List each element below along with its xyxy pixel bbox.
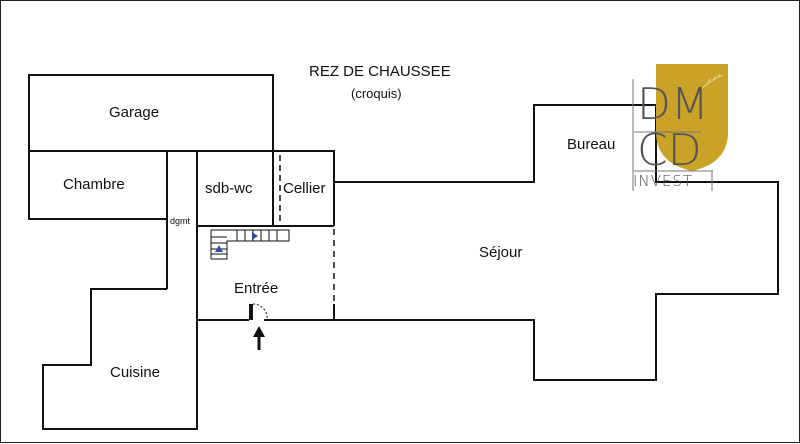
logo-line2: CD xyxy=(637,125,702,176)
chambre-walls xyxy=(28,151,167,220)
room-label-entree: Entrée xyxy=(234,280,279,297)
logo-frame xyxy=(632,79,713,191)
stairs-direction-arrow-icon xyxy=(252,232,258,240)
plan-title: REZ DE CHAUSSEE xyxy=(309,63,451,80)
garage-walls xyxy=(28,74,274,152)
room-label-chambre: Chambre xyxy=(63,176,125,193)
stairs xyxy=(210,229,290,260)
room-label-garage: Garage xyxy=(109,104,160,121)
logo-line3: INVEST xyxy=(633,172,694,190)
room-label-sdb-wc: sdb-wc xyxy=(205,180,253,197)
room-label-sejour: Séjour xyxy=(479,244,523,261)
stairs-up-arrow-icon xyxy=(215,245,223,252)
logo-line1: DM xyxy=(637,79,709,130)
room-label-cuisine: Cuisine xyxy=(110,364,161,381)
room-label-cellier: Cellier xyxy=(283,180,326,197)
room-label-degagement: dgmt xyxy=(170,216,191,226)
plan-subtitle: (croquis) xyxy=(351,86,402,101)
logo-shield-icon xyxy=(656,64,728,171)
room-label-bureau: Bureau xyxy=(567,136,616,153)
